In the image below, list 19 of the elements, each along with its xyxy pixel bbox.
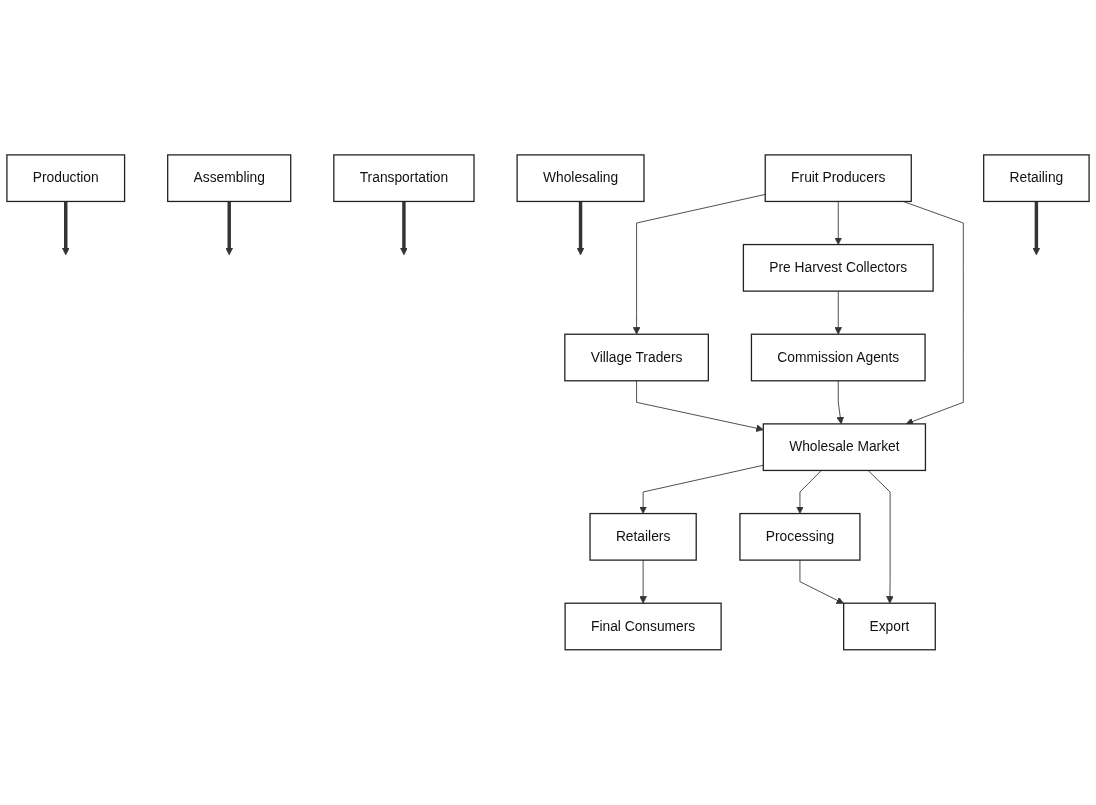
node-box: Final Consumers bbox=[564, 602, 722, 651]
node-box: Wholesaling bbox=[516, 154, 645, 203]
node-box: Retailing bbox=[983, 154, 1090, 203]
node-box: Production bbox=[6, 154, 126, 203]
node-box: Processing bbox=[739, 513, 861, 561]
arrow bbox=[61, 201, 70, 256]
arrow bbox=[400, 201, 408, 256]
node-box: Fruit Producers bbox=[764, 154, 912, 203]
node-box: Commission Agents bbox=[750, 333, 926, 382]
node-box: Pre Harvest Collectors bbox=[742, 244, 934, 292]
arrow bbox=[576, 201, 585, 256]
arrow bbox=[1032, 201, 1041, 256]
node-box: Assembling bbox=[167, 154, 292, 203]
arrow bbox=[225, 201, 233, 256]
node-box: Retailers bbox=[589, 513, 697, 561]
node-box: Transportation bbox=[333, 154, 475, 203]
node-box: Wholesale Market bbox=[762, 423, 927, 472]
node-box: Village Traders bbox=[564, 333, 709, 382]
node-box: Export bbox=[843, 602, 936, 651]
